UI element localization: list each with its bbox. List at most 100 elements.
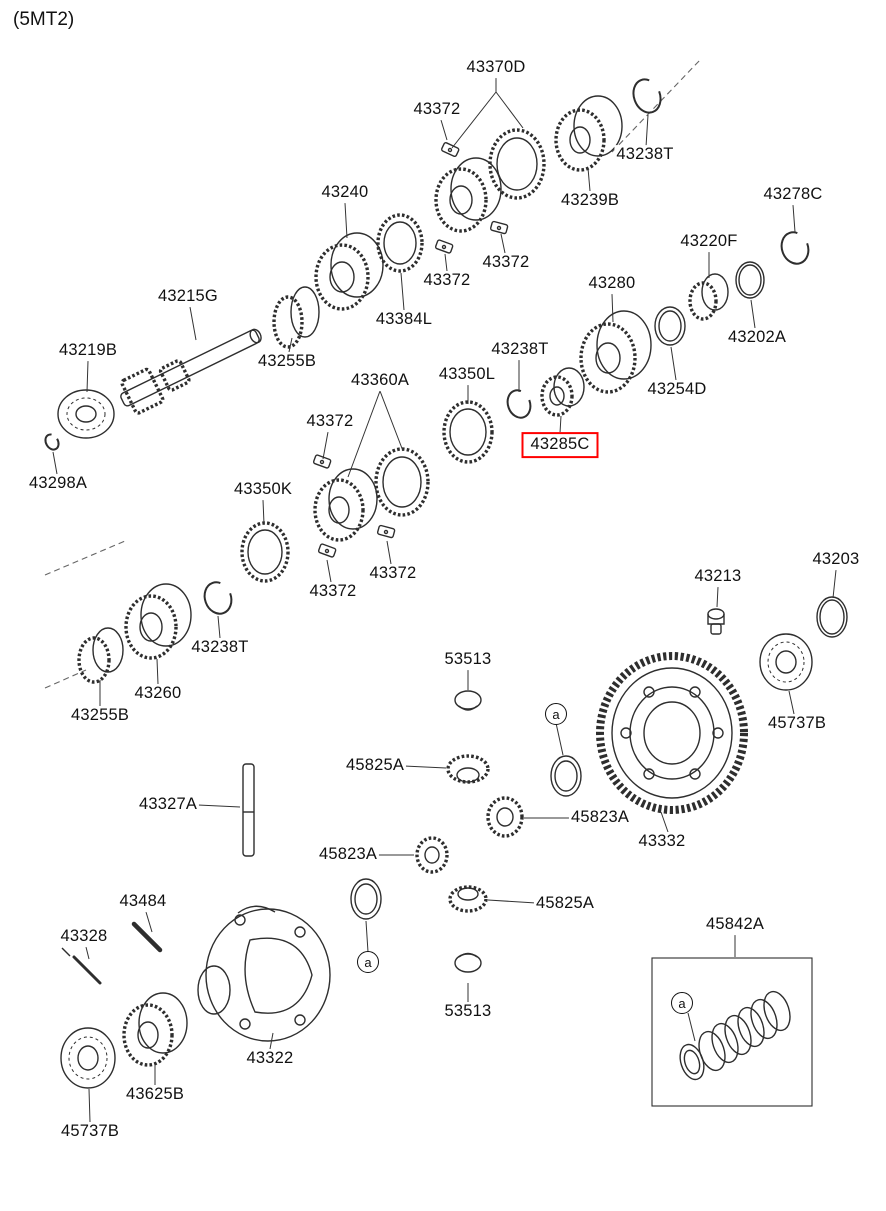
part-label[interactable]: 43238T: [614, 145, 676, 165]
part-label[interactable]: 53513: [442, 650, 494, 670]
part-label[interactable]: 43203: [810, 550, 862, 570]
part-label[interactable]: 43255B: [255, 352, 319, 372]
part-label[interactable]: 43384L: [373, 310, 435, 330]
synchro-hub-43370D: [434, 157, 502, 233]
callout-a: a: [545, 703, 567, 725]
part-label[interactable]: 43625B: [123, 1085, 187, 1105]
ring-43350L: [442, 400, 494, 464]
needle-bearing-43255B-top: [272, 286, 320, 349]
part-label[interactable]: 45825A: [343, 756, 407, 776]
ring-43202A: [735, 261, 765, 299]
part-label[interactable]: 45823A: [316, 845, 380, 865]
part-label[interactable]: 43328: [58, 927, 110, 947]
construction-line: [611, 59, 701, 153]
leader-line: [86, 78, 649, 393]
washer-53513-bottom: [454, 952, 482, 973]
snap-ring-43238T-left: [203, 581, 233, 615]
pinion-gear-45823A-right: [486, 796, 524, 838]
snap-ring-43278C: [780, 231, 810, 265]
diff-case-43322: [197, 905, 331, 1042]
key-43372: [434, 239, 454, 254]
pinion-shaft-43327A: [242, 763, 255, 857]
part-label[interactable]: 43238T: [189, 638, 251, 658]
part-label[interactable]: 43372: [411, 100, 463, 120]
part-label[interactable]: 43213: [692, 567, 744, 587]
part-label[interactable]: 43260: [132, 684, 184, 704]
part-label[interactable]: 43238T: [489, 340, 551, 360]
part-label[interactable]: 43239B: [558, 191, 622, 211]
leader-line: [85, 569, 837, 1123]
callout-a: a: [357, 951, 379, 973]
gear-43280: [579, 310, 652, 394]
key-43372: [489, 220, 509, 235]
bolt-43213: [707, 608, 725, 635]
spring-washer-set-45842A: [651, 957, 813, 1107]
needle-bearing-43220F: [688, 273, 729, 321]
input-shaft-43215G: [120, 328, 262, 415]
ring-43350K: [240, 521, 290, 583]
pinion-gear-45823A-left: [415, 836, 449, 874]
key-43372: [317, 543, 337, 558]
final-gear-43332: [596, 652, 748, 814]
part-label[interactable]: 45842A: [703, 915, 767, 935]
part-label[interactable]: 45737B: [58, 1122, 122, 1142]
part-label[interactable]: 43350L: [436, 365, 498, 385]
leader-line: [467, 204, 796, 434]
ring-43254D: [654, 306, 686, 346]
washer-53513-top: [454, 690, 482, 711]
part-label[interactable]: 45823A: [568, 808, 632, 828]
snap-ring-43298A: [44, 433, 60, 451]
part-label[interactable]: 43372: [304, 412, 356, 432]
key-43372: [312, 454, 332, 469]
part-label[interactable]: 43360A: [348, 371, 412, 391]
part-label[interactable]: 43372: [367, 564, 419, 584]
part-label[interactable]: 45737B: [765, 714, 829, 734]
part-label[interactable]: 43372: [421, 271, 473, 291]
sleeve-ring-43360A: [374, 447, 430, 517]
thrust-washer-45823A-right: [550, 755, 582, 797]
part-label[interactable]: 43215G: [156, 287, 220, 307]
part-label[interactable]: 43327A: [136, 795, 200, 815]
ring-43203: [816, 596, 848, 638]
part-label-highlighted[interactable]: 43285C: [521, 432, 599, 458]
leader-line: [52, 390, 404, 706]
snap-ring-43238T-mid: [506, 389, 532, 419]
part-label[interactable]: 43254D: [645, 380, 709, 400]
part-label[interactable]: 43219B: [56, 341, 120, 361]
gear-43625B: [122, 992, 188, 1067]
part-label[interactable]: 43278C: [761, 185, 825, 205]
bearing-43219B: [57, 389, 115, 439]
thrust-washer-45823A-left: [350, 878, 382, 920]
part-label[interactable]: 43372: [307, 582, 359, 602]
side-gear-45825A-top: [446, 754, 490, 784]
construction-line: [44, 669, 87, 689]
sleeve-ring-43370D: [488, 128, 546, 200]
ring-43384L: [376, 213, 424, 273]
diagram-code: (5MT2): [13, 9, 75, 30]
callout-a: a: [671, 992, 693, 1014]
part-label[interactable]: 43350K: [231, 480, 295, 500]
part-label[interactable]: 43220F: [678, 232, 740, 252]
gear-43239B: [554, 95, 623, 172]
part-label[interactable]: 43484: [117, 892, 169, 912]
pin-43328: [61, 947, 102, 985]
part-label[interactable]: 43280: [586, 274, 638, 294]
part-label[interactable]: 43322: [244, 1049, 296, 1069]
part-label[interactable]: 43372: [480, 253, 532, 273]
snap-ring-43238T-top: [632, 78, 662, 114]
part-label[interactable]: 43202A: [725, 328, 789, 348]
part-label[interactable]: 53513: [442, 1002, 494, 1022]
key-43372: [441, 142, 460, 158]
bearing-45737B-right: [759, 633, 813, 691]
part-label[interactable]: 43370D: [464, 58, 528, 78]
part-label[interactable]: 43240: [319, 183, 371, 203]
key-43372: [376, 524, 396, 539]
part-label[interactable]: 45825A: [533, 894, 597, 914]
sleeve-43285C: [540, 367, 585, 417]
pin-43484: [131, 921, 163, 953]
part-label[interactable]: 43255B: [68, 706, 132, 726]
part-label[interactable]: 43298A: [26, 474, 90, 494]
part-label[interactable]: 43332: [636, 832, 688, 852]
